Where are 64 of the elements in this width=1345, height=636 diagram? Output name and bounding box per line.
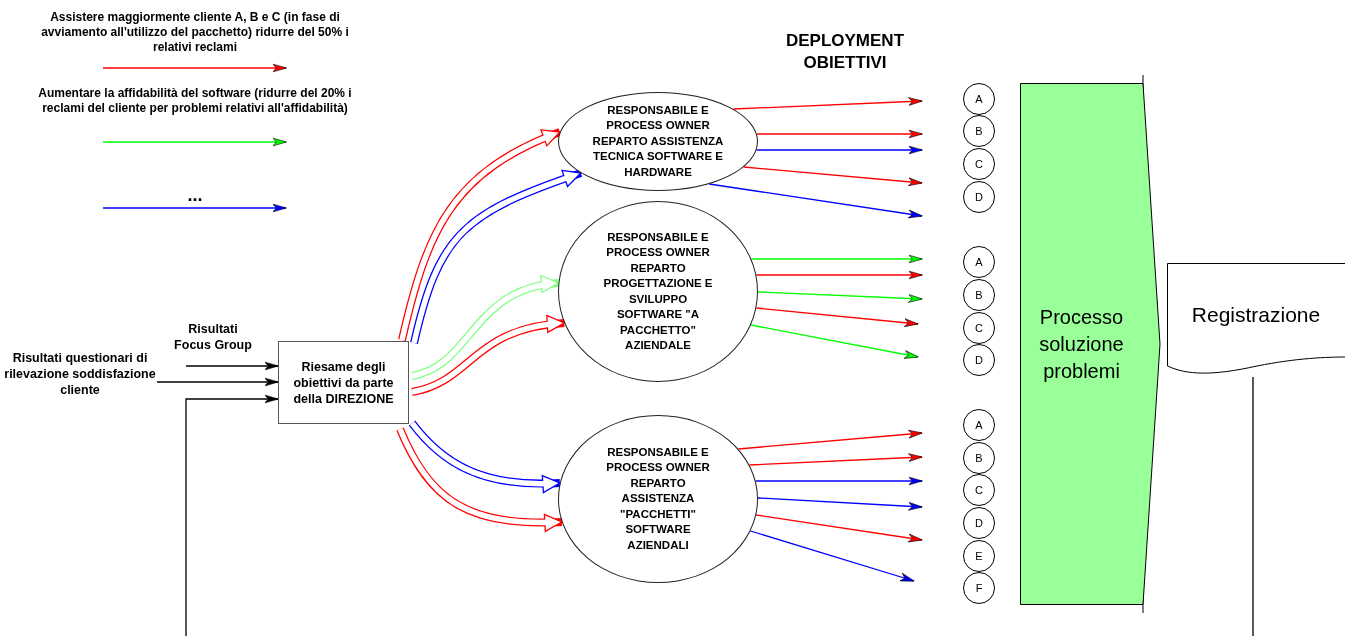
process-label: Riesame degli obiettivi da parte della DIREZIONE	[292, 358, 395, 407]
objective-circle	[963, 409, 995, 441]
section-heading: DEPLOYMENT OBIETTIVI	[784, 30, 906, 74]
circle-letter: C	[974, 322, 984, 334]
circle-letter: A	[974, 256, 984, 268]
arrow	[708, 183, 923, 219]
objective-circle	[963, 246, 995, 278]
arrow	[185, 394, 279, 636]
objective-circle	[963, 115, 995, 147]
document-label: Registrazione	[1190, 303, 1322, 327]
objective-circle	[963, 540, 995, 572]
connector-line	[1252, 376, 1254, 636]
process-shape	[1020, 83, 1161, 605]
hollow-arrow	[410, 276, 560, 380]
objective-circle	[963, 507, 995, 539]
circle-letter: A	[974, 93, 984, 105]
ellipse-label: RESPONSABILE E PROCESS OWNER REPARTO ASSISTENZA TECNICA SOFTWARE E HARDWARE	[591, 102, 725, 180]
circle-letter: F	[974, 582, 984, 594]
circle-letter: A	[974, 419, 984, 431]
circle-letter: B	[974, 452, 984, 464]
input-label: Risultati questionari di rilevazione soddisfazione cliente	[4, 349, 156, 399]
ellipse-label: RESPONSABILE E PROCESS OWNER REPARTO ASSISTENZA "PACCHETTI" SOFTWARE AZIENDALI	[605, 444, 711, 553]
legend-text: Aumentare la affidabilità del software (ridurre del 20% i reclami del cliente per problemi relativi all'affidabilità)	[37, 86, 353, 116]
circle-letter: E	[974, 550, 984, 562]
arrow	[757, 497, 923, 511]
hollow-arrow	[398, 128, 562, 341]
hollow-arrow	[410, 169, 583, 344]
circle-letter: B	[974, 289, 984, 301]
objective-circle	[963, 83, 995, 115]
objective-circle	[963, 442, 995, 474]
legend-text: Assistere maggiormente cliente A, B e C (in fase di avviamento all'utilizzo del pacchetto) ridurre del 50% i relativi reclami	[40, 10, 350, 55]
objective-circle	[963, 312, 995, 344]
arrow	[743, 166, 923, 187]
hollow-arrow	[411, 315, 565, 396]
arrow	[755, 514, 923, 543]
objective-circle	[963, 344, 995, 376]
arrow	[749, 530, 915, 582]
circle-letter: D	[974, 354, 984, 366]
circle-letter: B	[974, 125, 984, 137]
arrow	[755, 145, 923, 155]
hollow-arrow	[396, 427, 563, 532]
hollow-arrow	[408, 420, 561, 493]
arrow	[750, 254, 923, 264]
arrow	[750, 324, 919, 359]
arrow	[755, 307, 919, 327]
ellipse-label: RESPONSABILE E PROCESS OWNER REPARTO PROGETTAZIONE E SVILUPPO SOFTWARE "A PACCHETTO" AZIENDALE	[602, 229, 714, 353]
circle-letter: D	[974, 191, 984, 203]
arrow	[755, 270, 923, 280]
objective-circle	[963, 474, 995, 506]
circle-letter: D	[974, 517, 984, 529]
circle-letter: C	[974, 484, 984, 496]
process-box	[278, 341, 409, 424]
objective-circle	[963, 148, 995, 180]
process-label: Processo soluzione problemi	[1038, 304, 1125, 384]
input-label: Risultati Focus Group	[172, 320, 254, 354]
objective-circle	[963, 572, 995, 604]
circle-letter: C	[974, 158, 984, 170]
arrow	[156, 377, 279, 387]
objective-circle	[963, 279, 995, 311]
legend-text: ...	[186, 188, 204, 202]
objective-circle	[963, 181, 995, 213]
arrow	[748, 453, 923, 466]
arrow	[737, 429, 923, 450]
arrow	[185, 361, 279, 371]
